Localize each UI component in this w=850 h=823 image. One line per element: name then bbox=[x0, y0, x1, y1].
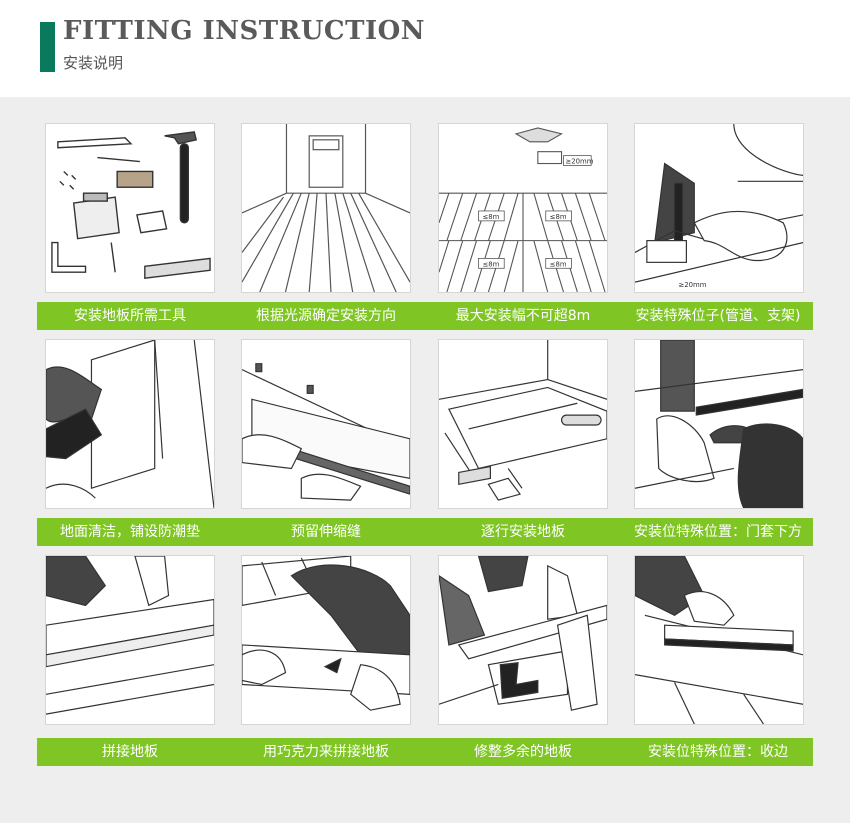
saw-cut-icon: ≥20mm bbox=[635, 124, 803, 289]
tools-illustration bbox=[45, 123, 215, 293]
row-install-illustration bbox=[438, 339, 608, 509]
light-direction-illustration bbox=[241, 123, 411, 293]
step-caption: 拼接地板 bbox=[102, 744, 158, 760]
caption-bar: 安装地板所需工具 根据光源确定安装方向 最大安装幅不可超8m 安装特殊位子(管道… bbox=[37, 302, 813, 330]
board-join-icon bbox=[46, 556, 214, 715]
join-boards-illustration bbox=[45, 555, 215, 725]
step-caption: 安装位特殊位置：门套下方 bbox=[634, 524, 802, 540]
room-icon bbox=[242, 124, 410, 292]
door-frame-icon bbox=[635, 340, 803, 508]
step-caption: 安装地板所需工具 bbox=[74, 308, 186, 324]
step-caption: 地面清洁，铺设防潮垫 bbox=[60, 524, 200, 540]
caption-bar: 拼接地板 用巧克力来拼接地板 修整多余的地板 安装位特殊位置：收边 bbox=[37, 738, 813, 766]
floor-plan-icon: ≤8m ≤8m ≤8m ≤8m ≥20mm bbox=[439, 127, 607, 292]
trim-boards-illustration bbox=[438, 555, 608, 725]
expansion-gap-illustration bbox=[241, 339, 411, 509]
step-caption: 修整多余的地板 bbox=[474, 744, 572, 760]
tools-icon bbox=[51, 131, 211, 279]
board-lay-icon bbox=[46, 340, 214, 508]
instruction-panel: ≤8m ≤8m ≤8m ≤8m ≥20mm bbox=[0, 97, 850, 823]
width-label-1: ≤8m bbox=[482, 213, 499, 221]
page-title: FITTING INSTRUCTION bbox=[63, 16, 426, 46]
board-gap-icon bbox=[242, 363, 410, 501]
edge-finish-illustration bbox=[634, 555, 804, 725]
step-caption: 根据光源确定安装方向 bbox=[256, 308, 396, 324]
step-caption: 安装特殊位子(管道、支架) bbox=[635, 308, 801, 324]
width-label-3: ≤8m bbox=[482, 260, 499, 268]
tap-join-illustration bbox=[241, 555, 411, 725]
tapping-icon bbox=[242, 556, 410, 711]
clean-floor-illustration bbox=[45, 339, 215, 509]
width-label-2: ≤8m bbox=[550, 213, 567, 221]
edge-trim-icon bbox=[635, 556, 803, 724]
step-caption: 预留伸缩缝 bbox=[291, 524, 361, 540]
door-frame-illustration bbox=[634, 339, 804, 509]
step-caption: 逐行安装地板 bbox=[481, 524, 565, 540]
max-width-illustration: ≤8m ≤8m ≤8m ≤8m ≥20mm bbox=[438, 123, 608, 293]
caption-bar: 地面清洁，铺设防潮垫 预留伸缩缝 逐行安装地板 安装位特殊位置：门套下方 bbox=[37, 518, 813, 546]
page-subtitle: 安装说明 bbox=[63, 54, 124, 72]
roller-icon bbox=[439, 340, 607, 501]
step-caption: 安装位特殊位置：收边 bbox=[648, 744, 788, 760]
accent-bar bbox=[40, 22, 55, 72]
gap-label: ≥20mm bbox=[678, 281, 706, 289]
page-header: FITTING INSTRUCTION 安装说明 bbox=[0, 0, 850, 97]
width-label-4: ≤8m bbox=[550, 260, 567, 268]
gap-label: ≥20mm bbox=[565, 158, 593, 166]
step-caption: 最大安装幅不可超8m bbox=[455, 308, 591, 324]
saw-trim-icon bbox=[439, 556, 607, 711]
step-caption: 用巧克力来拼接地板 bbox=[263, 744, 389, 760]
cut-pipe-illustration: ≥20mm bbox=[634, 123, 804, 293]
